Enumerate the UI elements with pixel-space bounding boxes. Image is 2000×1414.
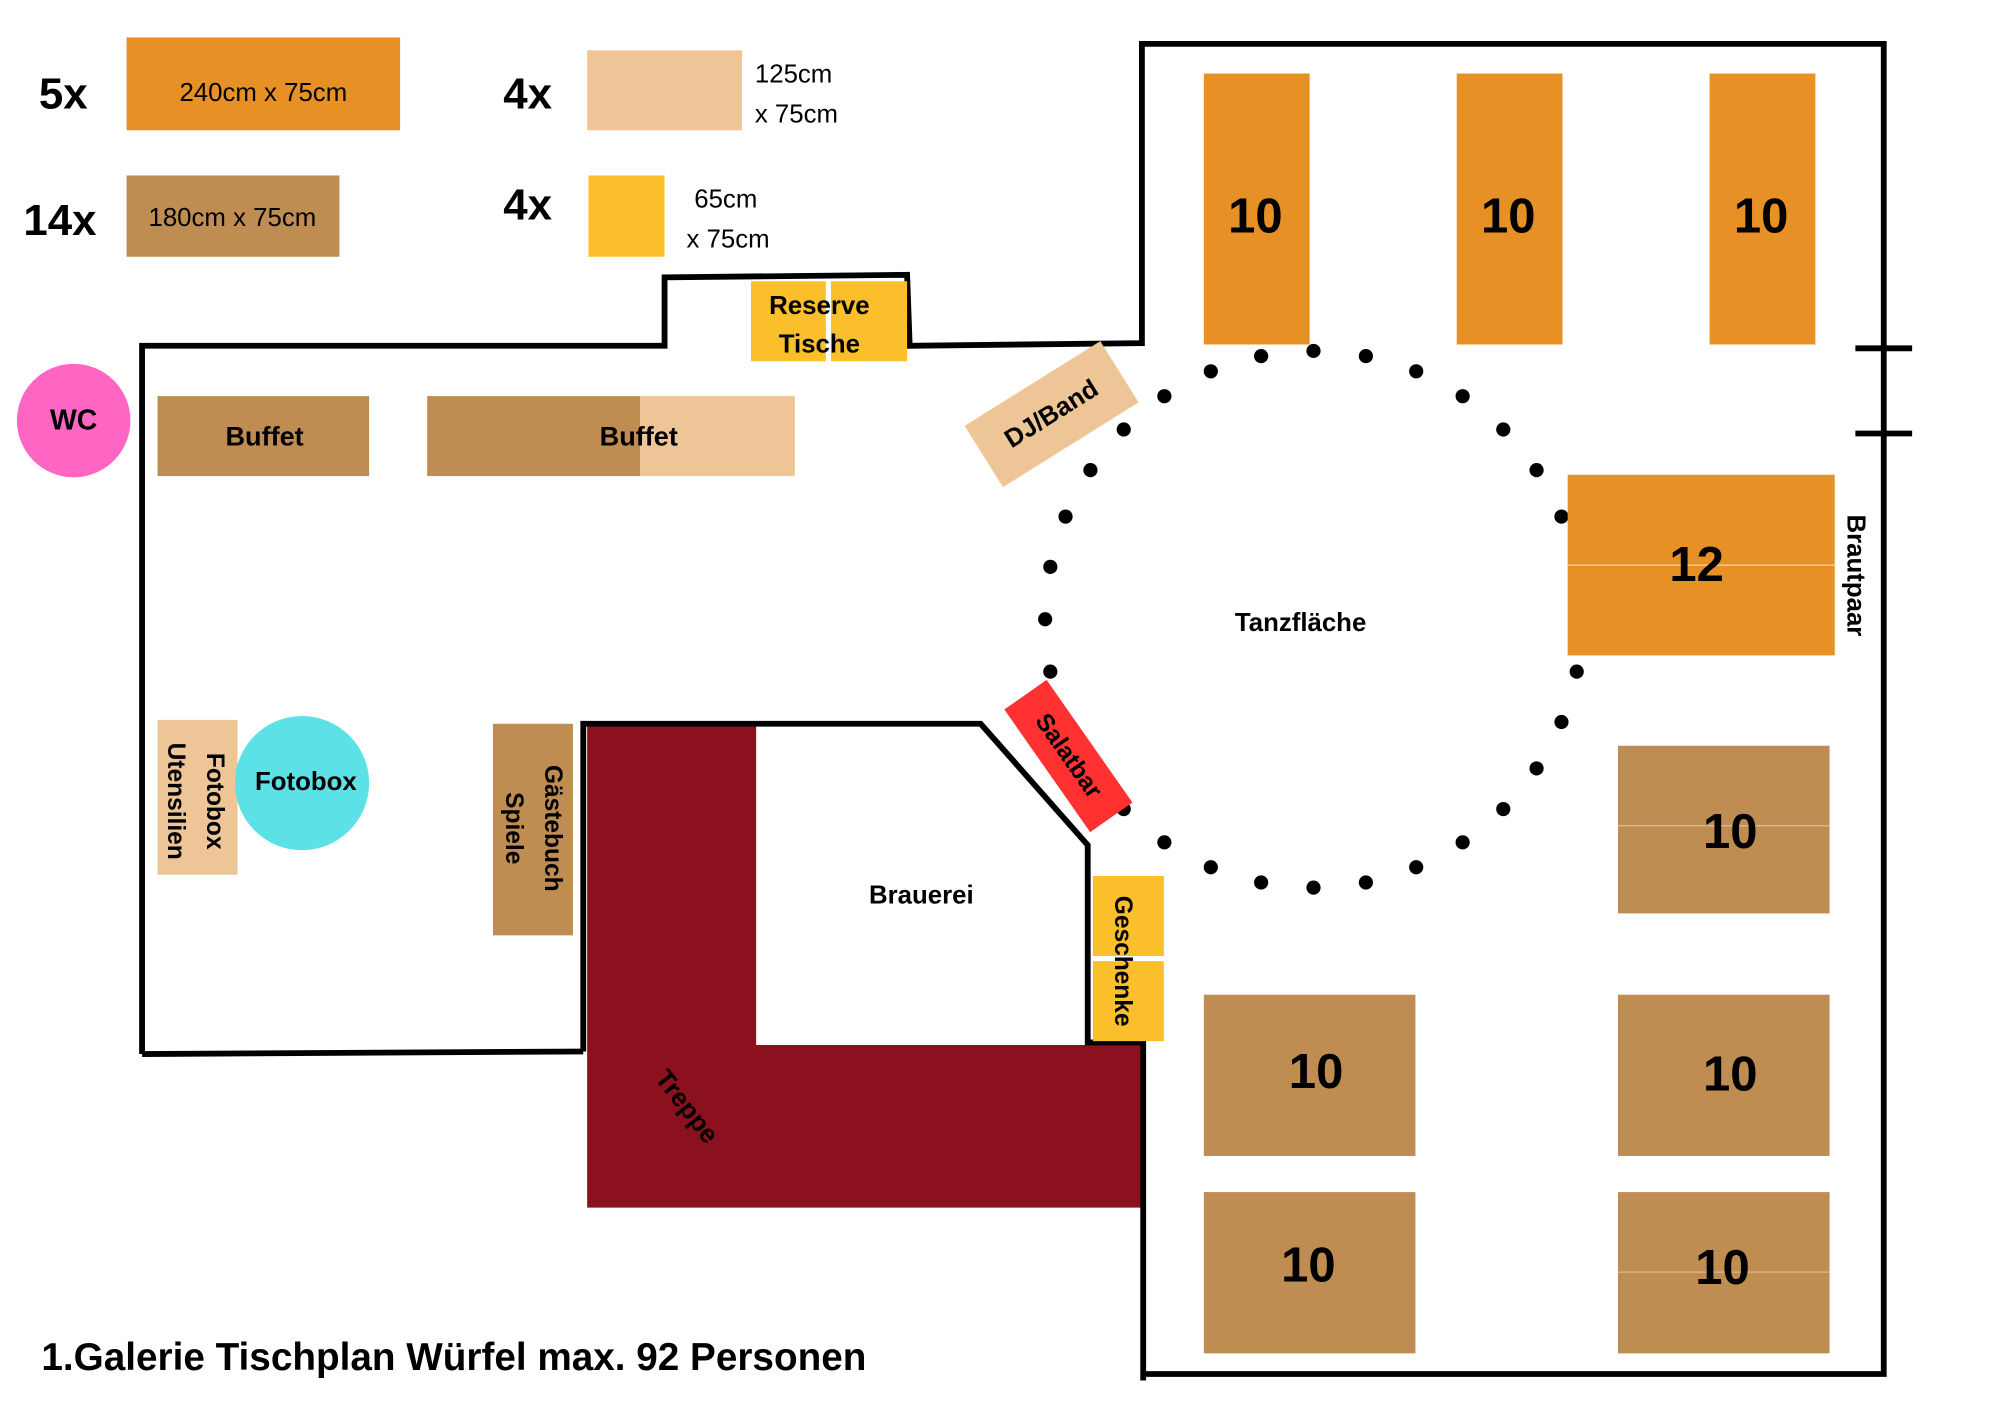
dance-floor-dot: [1306, 343, 1321, 359]
table-5: [1617, 745, 1830, 914]
fotobox-marker: [234, 716, 370, 851]
dance-floor-dot: [1043, 664, 1058, 679]
brautpaar-label: Brautpaar: [1841, 514, 1869, 636]
dance-floor-dot: [1157, 835, 1172, 850]
reserve-table-1: [751, 281, 826, 362]
legend: 5x 240cm x 75cm 4x 125cm x 75cm 14x 180c…: [23, 37, 838, 257]
walls: [139, 40, 1913, 1381]
fotobox-utensilien-table: [157, 719, 238, 875]
dance-floor-label: Tanzfläche: [1235, 609, 1366, 637]
dance-floor-dot: [1058, 509, 1073, 524]
dance-floor-dot: [1306, 880, 1321, 895]
table-7: [1617, 994, 1830, 1156]
geschenke-table-2: [1092, 961, 1164, 1042]
fotobox-label: Fotobox: [255, 768, 357, 796]
table-2: [1456, 73, 1563, 345]
reserve-label-2: Tische: [779, 330, 860, 358]
stairs: [587, 726, 1144, 1208]
legend-count-4: 4x: [503, 180, 552, 229]
legend-swatch-brown: [126, 175, 340, 257]
dance-floor-dot: [1554, 714, 1569, 730]
geschenke-label: Geschenke: [1109, 896, 1136, 1027]
dance-floor-dot: [1569, 664, 1584, 679]
legend-size-4b: x 75cm: [686, 226, 769, 254]
wc-marker: [16, 363, 131, 478]
fotobox-utensilien-label-2: Utensilien: [162, 743, 189, 860]
fotobox-utensilien-label-1: Fotobox: [201, 753, 228, 850]
dance-floor-dot: [1409, 860, 1424, 875]
dance-floor-dot: [1254, 875, 1269, 890]
spiele-label: Spiele: [500, 792, 527, 864]
brown-tables: 10 10 10 10 10: [1203, 745, 1830, 1354]
table-1: [1203, 73, 1310, 345]
dance-floor-dot: [1358, 348, 1373, 364]
legend-size-1: 240cm x 75cm: [179, 79, 347, 107]
dance-floor-dot: [1358, 875, 1373, 890]
reserve-table-2: [830, 281, 908, 362]
dance-floor-dot: [1455, 835, 1470, 850]
dance-floor-dot: [1116, 422, 1131, 437]
table-1-seats: 10: [1228, 190, 1283, 244]
table-3: [1709, 73, 1816, 345]
table-2-seats: 10: [1481, 190, 1536, 244]
dance-floor-dot: [1203, 860, 1218, 875]
dance-floor-dot: [1455, 389, 1470, 404]
dance-floor-dot: [1496, 801, 1511, 817]
geschenke-table-1: [1092, 876, 1164, 956]
table-brautpaar-seats: 12: [1669, 538, 1724, 592]
table-6-seats: 10: [1289, 1045, 1344, 1099]
wc-label: WC: [50, 405, 97, 437]
dance-floor-dot: [1409, 364, 1424, 379]
legend-swatch-yellow: [588, 175, 665, 257]
gaestebuch-label: Gästebuch: [539, 765, 566, 892]
legend-size-2b: x 75cm: [755, 101, 838, 129]
legend-size-3: 180cm x 75cm: [148, 204, 316, 232]
dance-floor-dot: [1157, 389, 1172, 404]
reserve-label-1: Reserve: [769, 292, 869, 320]
dance-floor-dot: [1043, 559, 1058, 574]
buffet-2-label: Buffet: [600, 421, 678, 452]
brauerei-label: Brauerei: [869, 881, 974, 909]
dance-floor-dot: [1529, 463, 1544, 478]
dj-band-area: DJ/Band: [964, 341, 1139, 488]
salatbar: Salatbar: [1004, 679, 1133, 833]
legend-swatch-orange: [126, 37, 401, 131]
legend-size-4a: 65cm: [694, 186, 757, 214]
dance-floor-dot: [1529, 761, 1544, 776]
table-3-seats: 10: [1734, 190, 1789, 244]
dance-floor-dot: [1554, 509, 1569, 524]
table-9-seats: 10: [1695, 1241, 1750, 1295]
table-7-seats: 10: [1703, 1048, 1758, 1102]
table-8: [1203, 1192, 1416, 1354]
page-title: 1.Galerie Tischplan Würfel max. 92 Perso…: [41, 1336, 866, 1379]
dance-floor-dot: [1254, 348, 1269, 364]
dance-floor-dot: [1496, 422, 1511, 437]
buffet-2-brown: [427, 396, 641, 477]
buffet-2-light: [640, 396, 795, 477]
dance-floor-dot: [1038, 612, 1053, 627]
table-5-seats: 10: [1703, 805, 1758, 859]
legend-count-1: 5x: [39, 69, 88, 118]
table-6: [1203, 994, 1416, 1156]
legend-count-3: 14x: [23, 196, 97, 245]
legend-swatch-light: [587, 50, 742, 131]
buffet-1: [157, 396, 370, 477]
table-8-seats: 10: [1281, 1239, 1336, 1293]
dance-floor-dot: [1203, 364, 1218, 379]
legend-count-2: 4x: [503, 69, 552, 118]
buffet-1-label: Buffet: [226, 421, 304, 452]
legend-size-2a: 125cm: [755, 61, 832, 89]
dance-floor-dot: [1083, 463, 1098, 478]
gaestebuch-table: [492, 723, 573, 936]
